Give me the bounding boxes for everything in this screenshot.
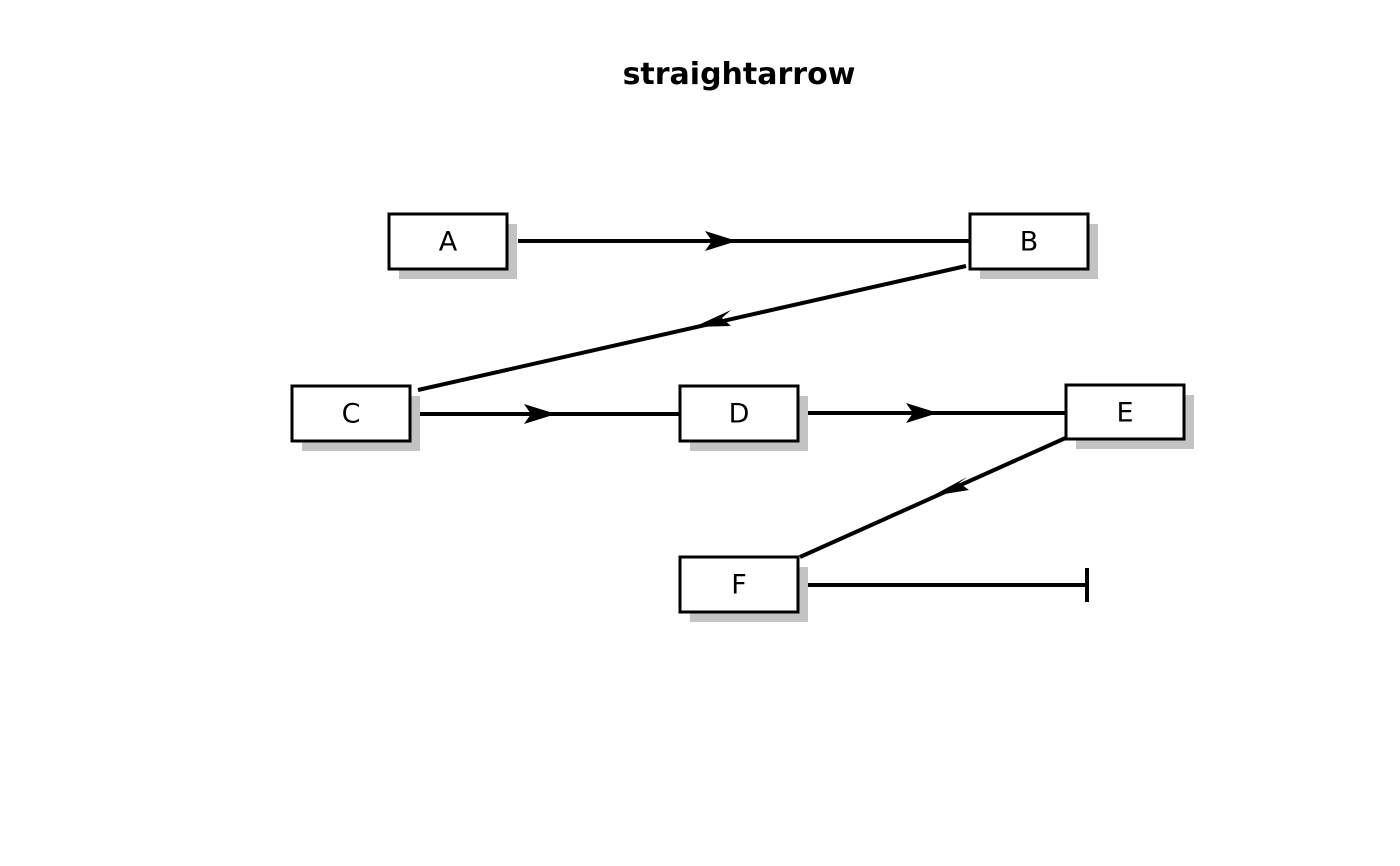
node-b-label: B [1020,227,1039,258]
node-e-box [1064,383,1186,441]
node-f[interactable]: F [678,555,808,622]
edge-c-d[interactable] [420,404,680,424]
node-e-label: E [1116,398,1133,429]
edge-d-e-arrowhead-icon [906,403,938,423]
edge-e-f-line [799,434,1071,559]
node-d-box [678,384,800,443]
edge-a-b[interactable] [518,231,970,251]
node-d-label: D [729,399,750,430]
edge-b-c-arrowhead-icon [694,310,731,327]
node-a-label: A [439,227,458,258]
edge-e-f[interactable] [799,434,1071,559]
edge-b-c[interactable] [417,264,967,392]
node-d[interactable]: D [678,384,808,451]
edge-a-b-arrowhead-icon [705,231,737,251]
edge-b-c-line [417,264,967,392]
edge-c-d-arrowhead-icon [524,404,556,424]
edge-e-f-arrowhead-icon [932,477,969,496]
node-c[interactable]: C [290,384,420,451]
node-c-box [290,384,412,443]
node-f-label: F [731,570,747,601]
node-a[interactable]: A [387,212,517,279]
node-e[interactable]: E [1064,383,1194,449]
node-a-box [387,212,509,271]
edge-d-e[interactable] [808,403,1066,423]
node-b[interactable]: B [968,212,1098,279]
node-b-box [968,212,1090,271]
node-c-label: C [342,399,361,430]
diagram-title: straightarrow [622,57,856,92]
edge-f-end[interactable] [808,568,1089,602]
node-f-box [678,555,800,614]
